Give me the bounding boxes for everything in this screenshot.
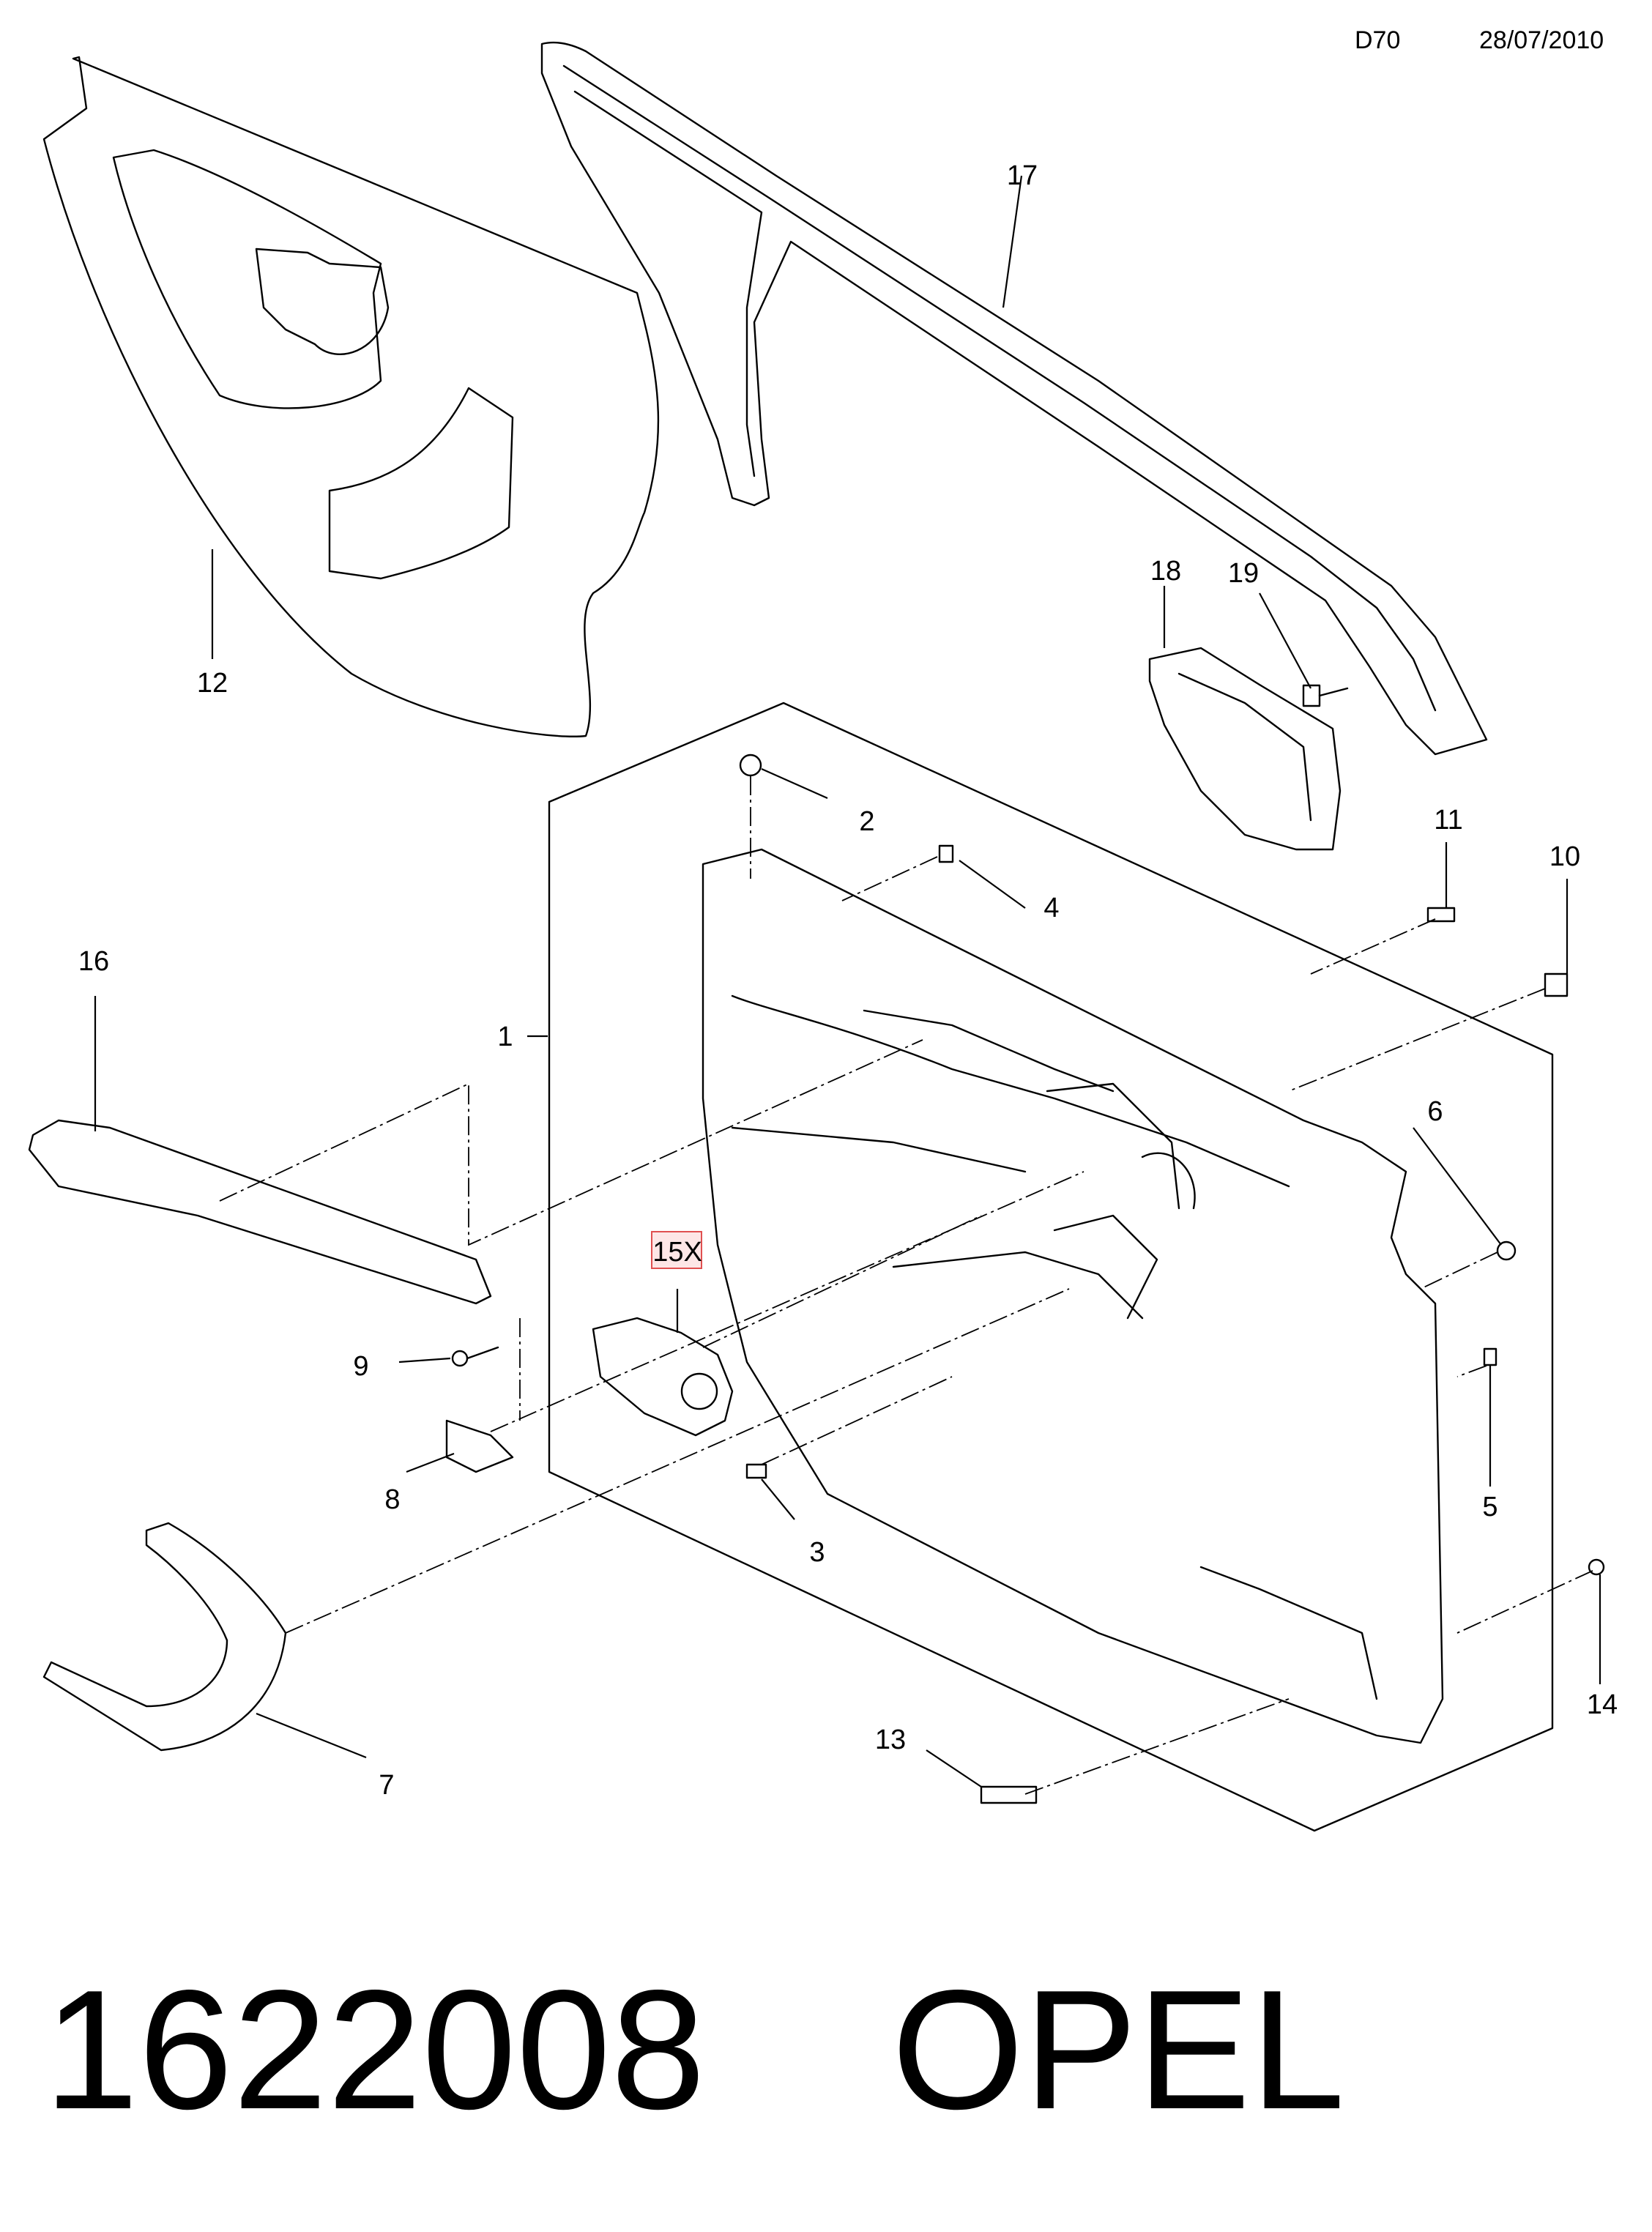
part-11-clip	[1426, 907, 1456, 923]
part-8-cover	[445, 1419, 514, 1473]
callout-11: 11	[1434, 805, 1462, 836]
callout-1: 1	[497, 1022, 513, 1052]
part-10-clip	[1544, 972, 1569, 997]
callout-17: 17	[1007, 160, 1038, 191]
diagram-date: 28/07/2010	[1479, 26, 1604, 54]
callout-4: 4	[1043, 893, 1059, 923]
part-number: 1622008	[44, 1955, 706, 2145]
assembly-lines	[219, 776, 1593, 1795]
part-12-insulation-sheet	[42, 56, 660, 737]
part-9-screw	[451, 1346, 499, 1367]
footer-title: 1622008 OPEL	[44, 1933, 1582, 2168]
part-19-fastener	[1302, 684, 1349, 707]
callout-15-highlight	[651, 1231, 702, 1269]
part-13-clip	[980, 1785, 1038, 1804]
callout-2: 2	[859, 806, 874, 837]
callout-9: 9	[353, 1351, 368, 1382]
part-4-clip	[938, 844, 954, 863]
part-7-grip-trim	[42, 1522, 287, 1752]
part-2-grommet	[739, 754, 762, 777]
part-14-washer	[1588, 1558, 1605, 1576]
exploded-parts-diagram: 17 12 18 19 2 4 11 10 1 16 6 15X 9 8 3 5…	[28, 41, 1618, 1832]
part-6-washer	[1496, 1240, 1517, 1261]
callout-15: 15X	[652, 1237, 702, 1268]
callout-7: 7	[379, 1770, 394, 1801]
callout-16: 16	[78, 946, 109, 977]
callout-12: 12	[197, 668, 228, 699]
callout-8: 8	[384, 1484, 400, 1515]
callout-5: 5	[1482, 1492, 1497, 1522]
callout-19: 19	[1228, 558, 1259, 589]
callout-6: 6	[1427, 1096, 1443, 1127]
callout-13: 13	[875, 1725, 906, 1755]
part-15-switch-bezel	[592, 1317, 734, 1437]
callout-labels: 17 12 18 19 2 4 11 10 1 16 6 15X 9 8 3 5…	[78, 160, 1618, 1801]
part-1-door-panel	[548, 702, 1554, 1832]
diagram-code: D70	[1355, 26, 1401, 54]
brand-name: OPEL	[891, 1955, 1345, 2145]
callout-10: 10	[1549, 841, 1580, 872]
part-3-clip	[745, 1463, 767, 1479]
callout-18: 18	[1150, 556, 1181, 587]
leader-lines	[94, 175, 1601, 1788]
part-5-clip	[1483, 1347, 1497, 1366]
part-17-weatherstrip	[540, 41, 1488, 756]
part-16-trim-strip	[28, 1119, 492, 1305]
part-18-handle-trim	[1148, 647, 1342, 851]
callout-3: 3	[809, 1537, 825, 1568]
callout-14: 14	[1587, 1689, 1618, 1720]
